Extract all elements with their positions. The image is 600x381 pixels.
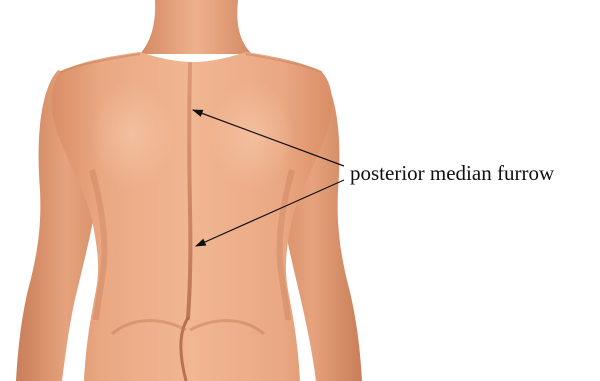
left-scapula-highlight [90, 80, 174, 190]
right-scapula-highlight [210, 80, 294, 190]
posterior-median-furrow [188, 64, 190, 318]
diagram-label: posterior median furrow [350, 161, 555, 185]
neck [140, 0, 252, 54]
